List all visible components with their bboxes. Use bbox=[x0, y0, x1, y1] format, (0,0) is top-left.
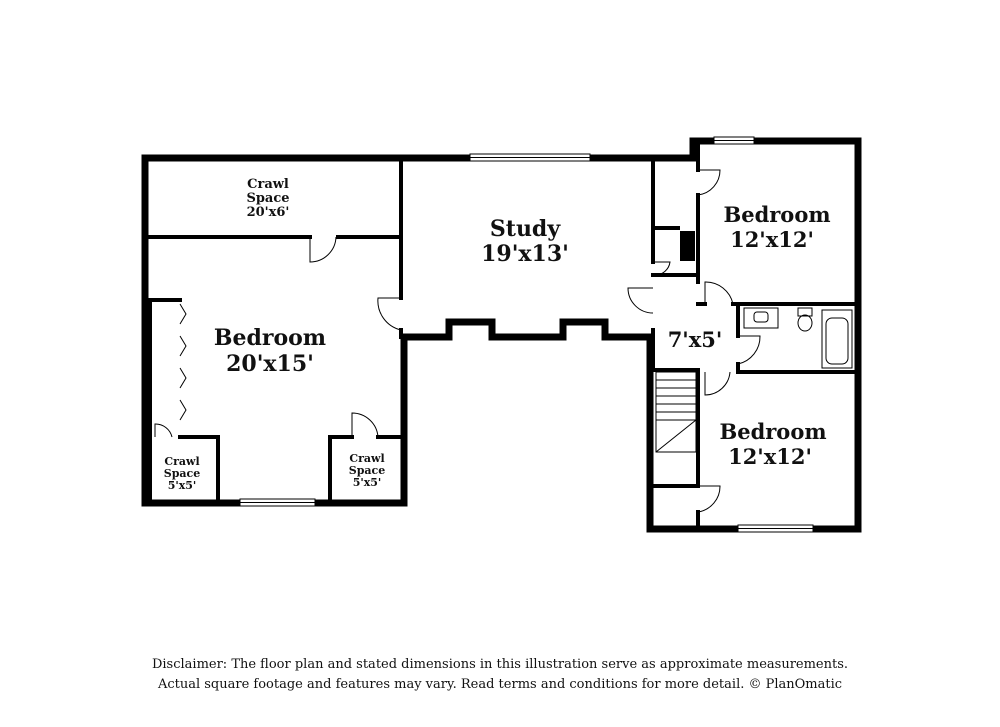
label-crawl-right: Crawl Space 5'x5' bbox=[349, 452, 385, 489]
label-hall: 7'x5' bbox=[668, 327, 723, 352]
bath-fixtures bbox=[743, 307, 853, 369]
crawl-right-name-line1: Crawl bbox=[349, 452, 384, 465]
hall-dim: 7'x5' bbox=[668, 327, 723, 352]
crawl-top-name-line1: Crawl bbox=[247, 177, 289, 192]
crawl-left-name-line1: Crawl bbox=[164, 455, 199, 468]
crawl-top-name-line2: Space bbox=[246, 191, 289, 206]
study-dim: 19'x13' bbox=[481, 241, 569, 267]
bedroom-se-name: Bedroom bbox=[719, 419, 826, 444]
label-study: Study 19'x13' bbox=[481, 216, 569, 267]
doors bbox=[154, 169, 761, 513]
interior-walls bbox=[146, 142, 857, 528]
label-bedroom-main: Bedroom 20'x15' bbox=[214, 325, 326, 377]
crawl-left-dim: 5'x5' bbox=[168, 479, 197, 492]
crawl-left-name-line2: Space bbox=[164, 467, 200, 480]
label-crawl-top: Crawl Space 20'x6' bbox=[246, 177, 289, 220]
disclaimer-line-2: Actual square footage and features may v… bbox=[157, 677, 843, 692]
label-bedroom-ne: Bedroom 12'x12' bbox=[723, 202, 830, 252]
stairs bbox=[655, 371, 697, 453]
study-name: Study bbox=[490, 216, 561, 242]
label-bedroom-se: Bedroom 12'x12' bbox=[719, 419, 826, 469]
crawl-top-dim: 20'x6' bbox=[247, 205, 290, 220]
bedroom-se-dim: 12'x12' bbox=[728, 444, 812, 469]
label-crawl-left: Crawl Space 5'x5' bbox=[164, 455, 200, 492]
bedroom-main-dim: 20'x15' bbox=[226, 351, 314, 377]
crawl-right-name-line2: Space bbox=[349, 464, 385, 477]
disclaimer-line-1: Disclaimer: The floor plan and stated di… bbox=[151, 657, 849, 672]
bedroom-ne-dim: 12'x12' bbox=[730, 227, 814, 252]
exterior-walls bbox=[141, 137, 862, 533]
crawl-right-dim: 5'x5' bbox=[353, 476, 382, 489]
windows bbox=[239, 136, 814, 533]
bedroom-ne-name: Bedroom bbox=[723, 202, 830, 227]
bedroom-main-name: Bedroom bbox=[214, 325, 326, 351]
